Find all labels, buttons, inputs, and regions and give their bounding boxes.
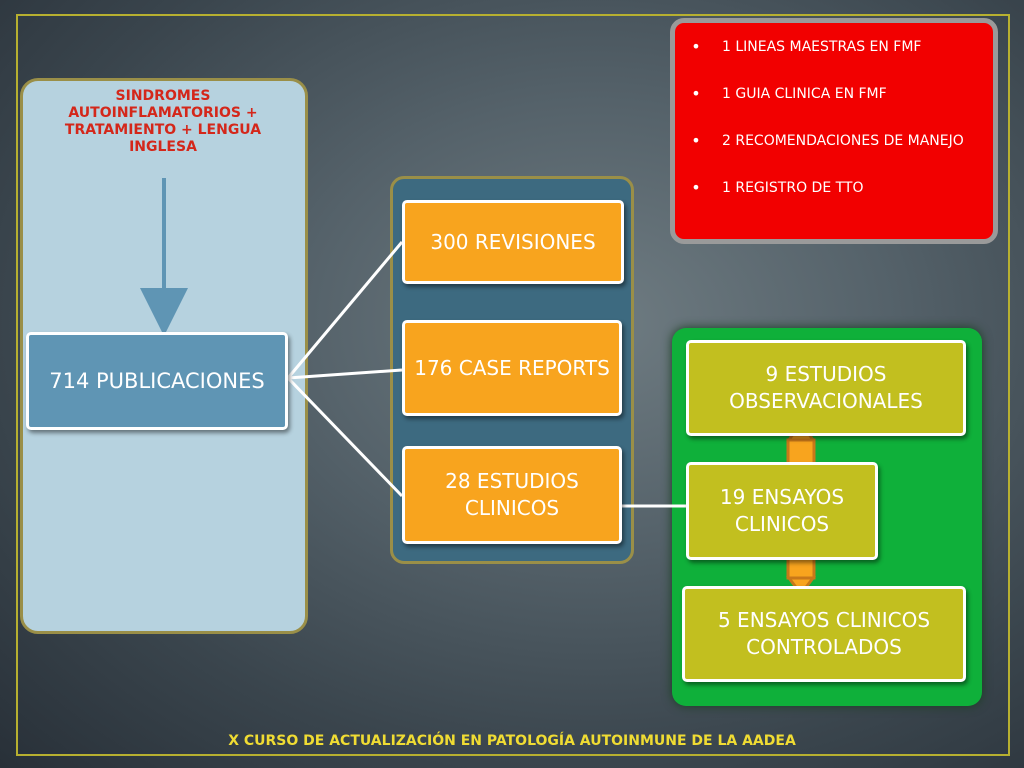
clinical-trials-box: 19 ENSAYOS CLINICOS xyxy=(686,462,878,560)
red-list-item: • 1 LINEAS MAESTRAS EN FMF xyxy=(689,35,989,59)
controlled-trials-box: 5 ENSAYOS CLINICOS CONTROLADOS xyxy=(682,586,966,682)
red-list-item: • 2 RECOMENDACIONES DE MANEJO xyxy=(689,129,989,153)
red-list-item-label: 1 REGISTRO DE TTO xyxy=(722,180,864,196)
red-list-item: • 1 GUIA CLINICA EN FMF xyxy=(689,82,989,106)
red-list-item: • 1 REGISTRO DE TTO xyxy=(689,176,989,200)
connector-to-revisions xyxy=(286,241,404,379)
red-panel: • 1 LINEAS MAESTRAS EN FMF • 1 GUIA CLINIC… xyxy=(670,18,998,244)
clinical-studies-box: 28 ESTUDIOS CLINICOS xyxy=(402,446,622,544)
slide-frame xyxy=(16,14,1010,756)
publications-box: 714 PUBLICACIONES xyxy=(26,332,288,430)
connector-to-clinical-studies xyxy=(286,376,404,498)
bullet-icon: • xyxy=(691,37,701,56)
observational-studies-box: 9 ESTUDIOS OBSERVACIONALES xyxy=(686,340,966,436)
bullet-icon: • xyxy=(691,84,701,103)
red-list-item-label: 1 GUIA CLINICA EN FMF xyxy=(722,86,887,102)
revisions-box: 300 REVISIONES xyxy=(402,200,624,284)
case-reports-box: 176 CASE REPORTS xyxy=(402,320,622,416)
bullet-icon: • xyxy=(691,178,701,197)
red-list-item-label: 2 RECOMENDACIONES DE MANEJO xyxy=(722,133,964,149)
left-panel-title: SINDROMES AUTOINFLAMATORIOS + TRATAMIENT… xyxy=(64,88,262,155)
footer-caption: X CURSO DE ACTUALIZACIÓN EN PATOLOGÍA AU… xyxy=(228,733,796,749)
connector-to-case-reports xyxy=(287,368,403,380)
bullet-icon: • xyxy=(691,131,701,150)
red-list-item-label: 1 LINEAS MAESTRAS EN FMF xyxy=(722,39,922,55)
red-panel-list: • 1 LINEAS MAESTRAS EN FMF • 1 GUIA CLINIC… xyxy=(689,35,989,223)
